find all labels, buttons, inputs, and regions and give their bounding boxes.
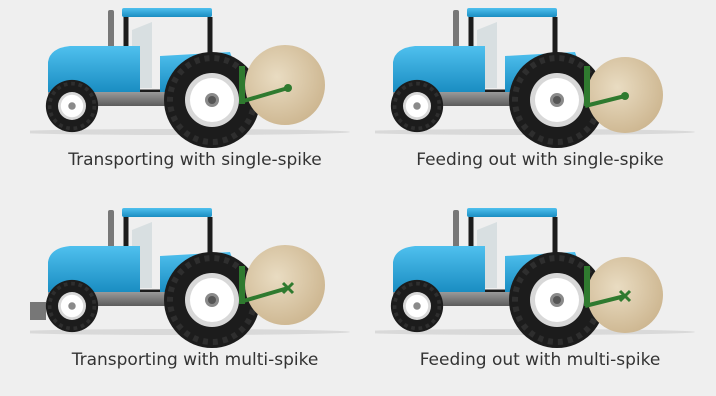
tractor-illustration [375,0,705,150]
panel-feed-multi: Feeding out with multi-spike [375,200,705,390]
round-bale [245,45,325,125]
panel-transport-single: Transporting with single-spike [30,0,360,190]
tractor-illustration [30,0,360,150]
panel-feed-single: Feeding out with single-spike [375,0,705,190]
caption: Feeding out with single-spike [375,150,705,170]
tractor-illustration [30,200,360,350]
caption: Transporting with single-spike [30,150,360,170]
panel-transport-multi: Transporting with multi-spike [30,200,360,390]
exhaust-pipe [108,10,114,48]
caption: Feeding out with multi-spike [375,350,705,370]
caption: Transporting with multi-spike [30,350,360,370]
tractor-illustration [375,200,705,350]
front-tyre [46,80,98,132]
